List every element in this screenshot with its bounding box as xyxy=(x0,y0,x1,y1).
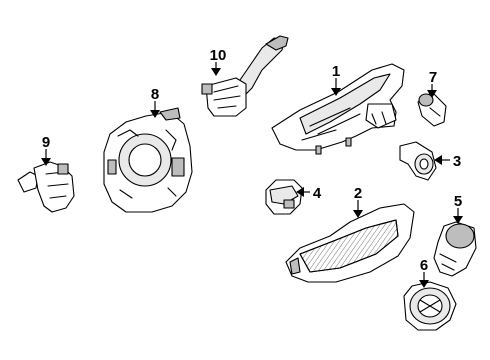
arrow-3 xyxy=(434,155,450,165)
wiper-switch-part xyxy=(201,35,289,117)
switch-bracket-part xyxy=(265,179,303,215)
push-button-part xyxy=(433,221,477,277)
callout-10: 10 xyxy=(210,47,227,64)
callout-8: 8 xyxy=(151,86,159,103)
bezel-ring-part xyxy=(403,281,457,331)
callout-9: 9 xyxy=(42,134,50,151)
callout-6: 6 xyxy=(420,257,428,274)
callout-4: 4 xyxy=(313,185,322,202)
arrow-9 xyxy=(41,149,51,166)
arrow-7 xyxy=(427,84,437,98)
callout-3: 3 xyxy=(453,153,461,170)
arrow-8 xyxy=(150,101,160,118)
arrow-1 xyxy=(331,78,341,96)
lock-housing-part xyxy=(399,141,437,181)
arrow-2 xyxy=(353,200,363,218)
lower-shroud-part xyxy=(285,203,415,283)
callout-5: 5 xyxy=(454,193,462,210)
callout-7: 7 xyxy=(429,69,437,86)
callout-2: 2 xyxy=(354,185,362,202)
arrow-10 xyxy=(211,62,221,76)
turn-signal-switch-part xyxy=(17,161,75,213)
callout-1: 1 xyxy=(332,63,340,80)
clockspring-part xyxy=(103,107,193,213)
upper-shroud-part xyxy=(271,63,405,155)
arrow-5 xyxy=(453,208,463,224)
arrow-4 xyxy=(296,187,310,197)
arrow-6 xyxy=(419,272,429,288)
